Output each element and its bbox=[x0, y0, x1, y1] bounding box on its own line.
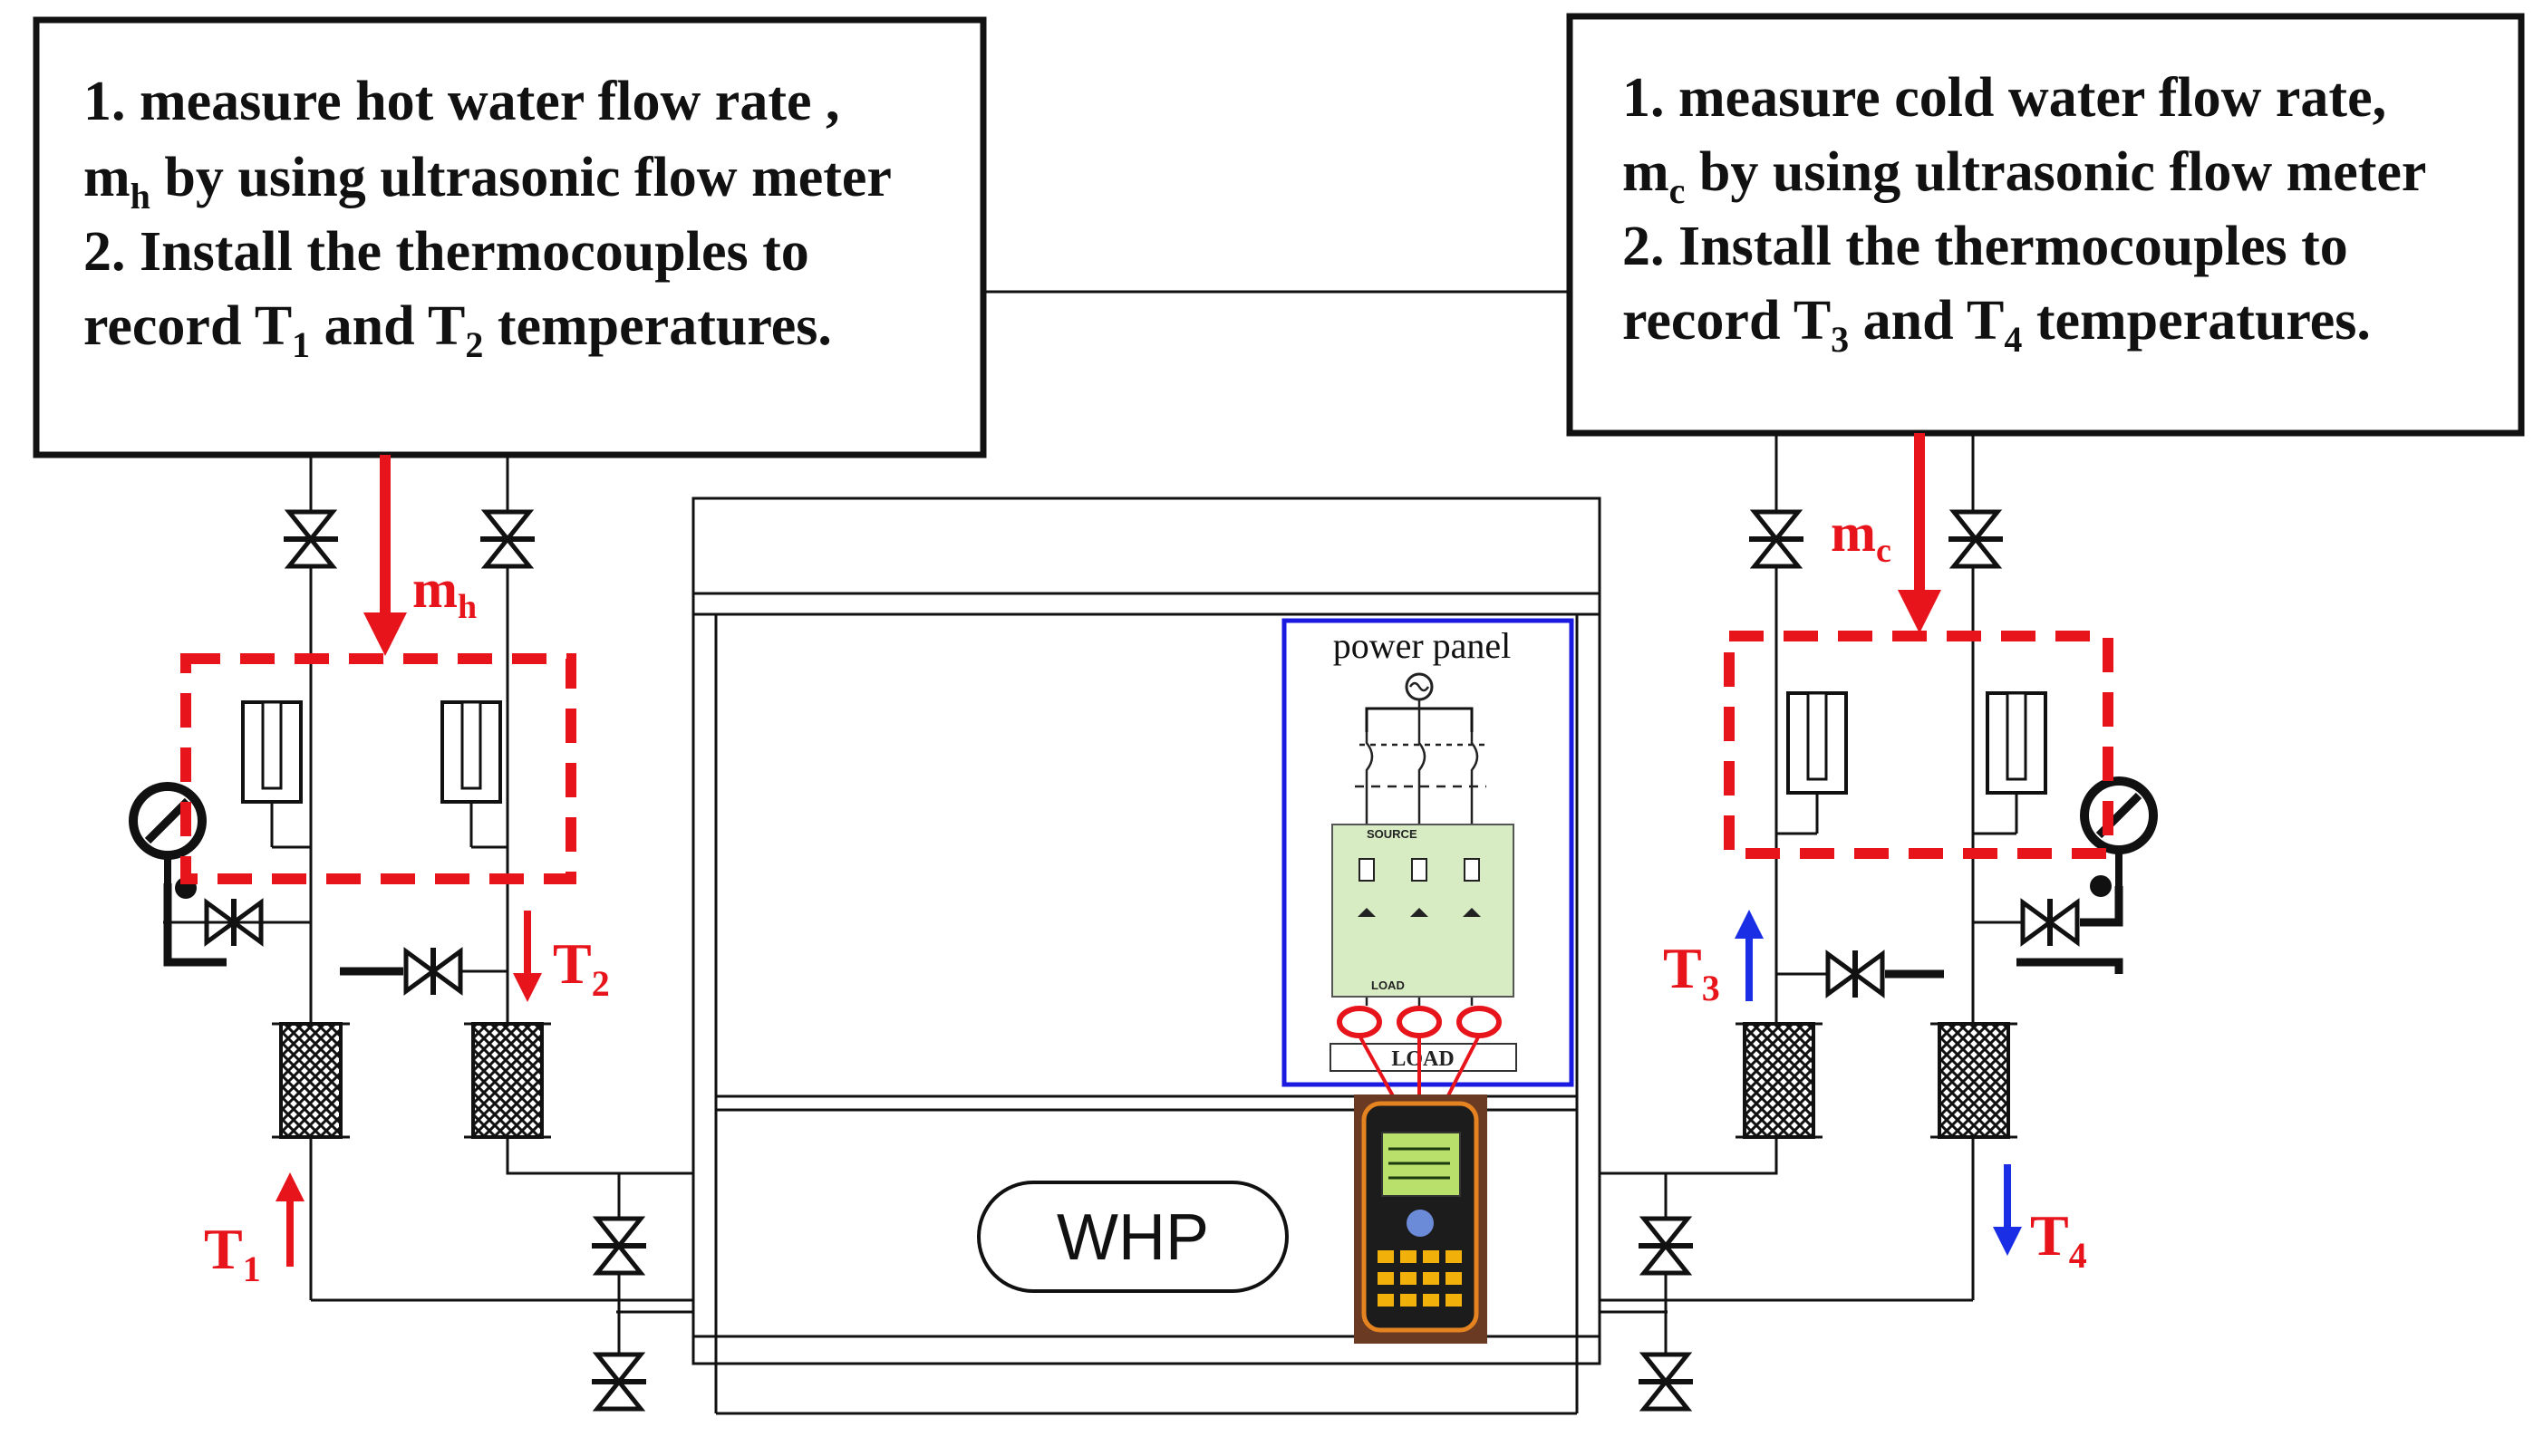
valve-icon bbox=[1639, 1219, 1693, 1273]
valve-icon bbox=[480, 512, 535, 566]
power-panel-load-small-label: LOAD bbox=[1371, 979, 1405, 992]
strainer-filter-icon bbox=[1743, 1022, 1815, 1139]
valve-icon bbox=[1639, 1355, 1693, 1409]
strainer-filter-icon bbox=[471, 1022, 544, 1139]
ac-source-icon bbox=[1405, 672, 1434, 701]
power-panel-title: power panel bbox=[1333, 625, 1512, 666]
hot-measurement-zone bbox=[180, 653, 576, 884]
pressure-gauge-icon bbox=[2080, 776, 2158, 897]
hot-box-line4: record T1 and T2 temperatures. bbox=[83, 295, 832, 365]
thermowell-icon bbox=[1986, 691, 2047, 795]
cold-box-line2: mc by using ultrasonic flow meter bbox=[1622, 141, 2426, 211]
cold-box-line3: 2. Install the thermocouples to bbox=[1622, 216, 2348, 277]
valve-icon bbox=[284, 512, 338, 566]
t2-label: T2 bbox=[553, 931, 610, 1004]
power-analyzer-device-icon bbox=[1354, 1094, 1487, 1344]
t1-label: T1 bbox=[204, 1217, 261, 1289]
hot-box-line2: mh by using ultrasonic flow meter bbox=[83, 147, 892, 217]
mc-label: mc bbox=[1831, 503, 1891, 570]
power-panel-load-box: LOAD bbox=[1391, 1047, 1454, 1071]
current-clamp-rings bbox=[1337, 1006, 1502, 1038]
valve-icon bbox=[1828, 950, 1882, 998]
whp-label: WHP bbox=[1057, 1201, 1209, 1274]
t4-label: T4 bbox=[2030, 1203, 2087, 1276]
valve-icon bbox=[406, 948, 460, 995]
valve-icon bbox=[1948, 512, 2003, 566]
power-panel: power panel SOURCE LOAD LOAD bbox=[1281, 618, 1574, 1102]
hot-box-line3: 2. Install the thermocouples to bbox=[83, 221, 809, 283]
thermowell-icon bbox=[1786, 691, 1848, 795]
strainer-filter-icon bbox=[279, 1022, 343, 1139]
valve-icon bbox=[2023, 899, 2077, 946]
hot-side-instruction-box: 1. measure hot water flow rate , mh by u… bbox=[33, 16, 987, 458]
cold-side-instruction-box: 1. measure cold water flow rate, mc by u… bbox=[1566, 13, 2525, 437]
valve-icon bbox=[1749, 512, 1803, 566]
power-panel-module bbox=[1331, 824, 1514, 998]
hot-side-piping bbox=[129, 455, 693, 1409]
t3-label: T3 bbox=[1663, 936, 1720, 1008]
valve-icon bbox=[592, 1355, 646, 1409]
mh-label: mh bbox=[412, 559, 477, 626]
hot-box-line1: 1. measure hot water flow rate , bbox=[83, 71, 840, 132]
power-panel-source-label: SOURCE bbox=[1367, 827, 1417, 841]
valve-icon bbox=[592, 1219, 646, 1273]
thermowell-icon bbox=[241, 700, 303, 804]
cold-box-line4: record T3 and T4 temperatures. bbox=[1622, 290, 2371, 360]
cold-box-line1: 1. measure cold water flow rate, bbox=[1622, 67, 2386, 129]
cold-measurement-zone bbox=[1724, 631, 2113, 859]
cold-side-piping bbox=[1600, 433, 2158, 1409]
thermowell-icon bbox=[440, 700, 502, 804]
strainer-filter-icon bbox=[1938, 1022, 2010, 1139]
whp-label-capsule bbox=[977, 1181, 1289, 1293]
